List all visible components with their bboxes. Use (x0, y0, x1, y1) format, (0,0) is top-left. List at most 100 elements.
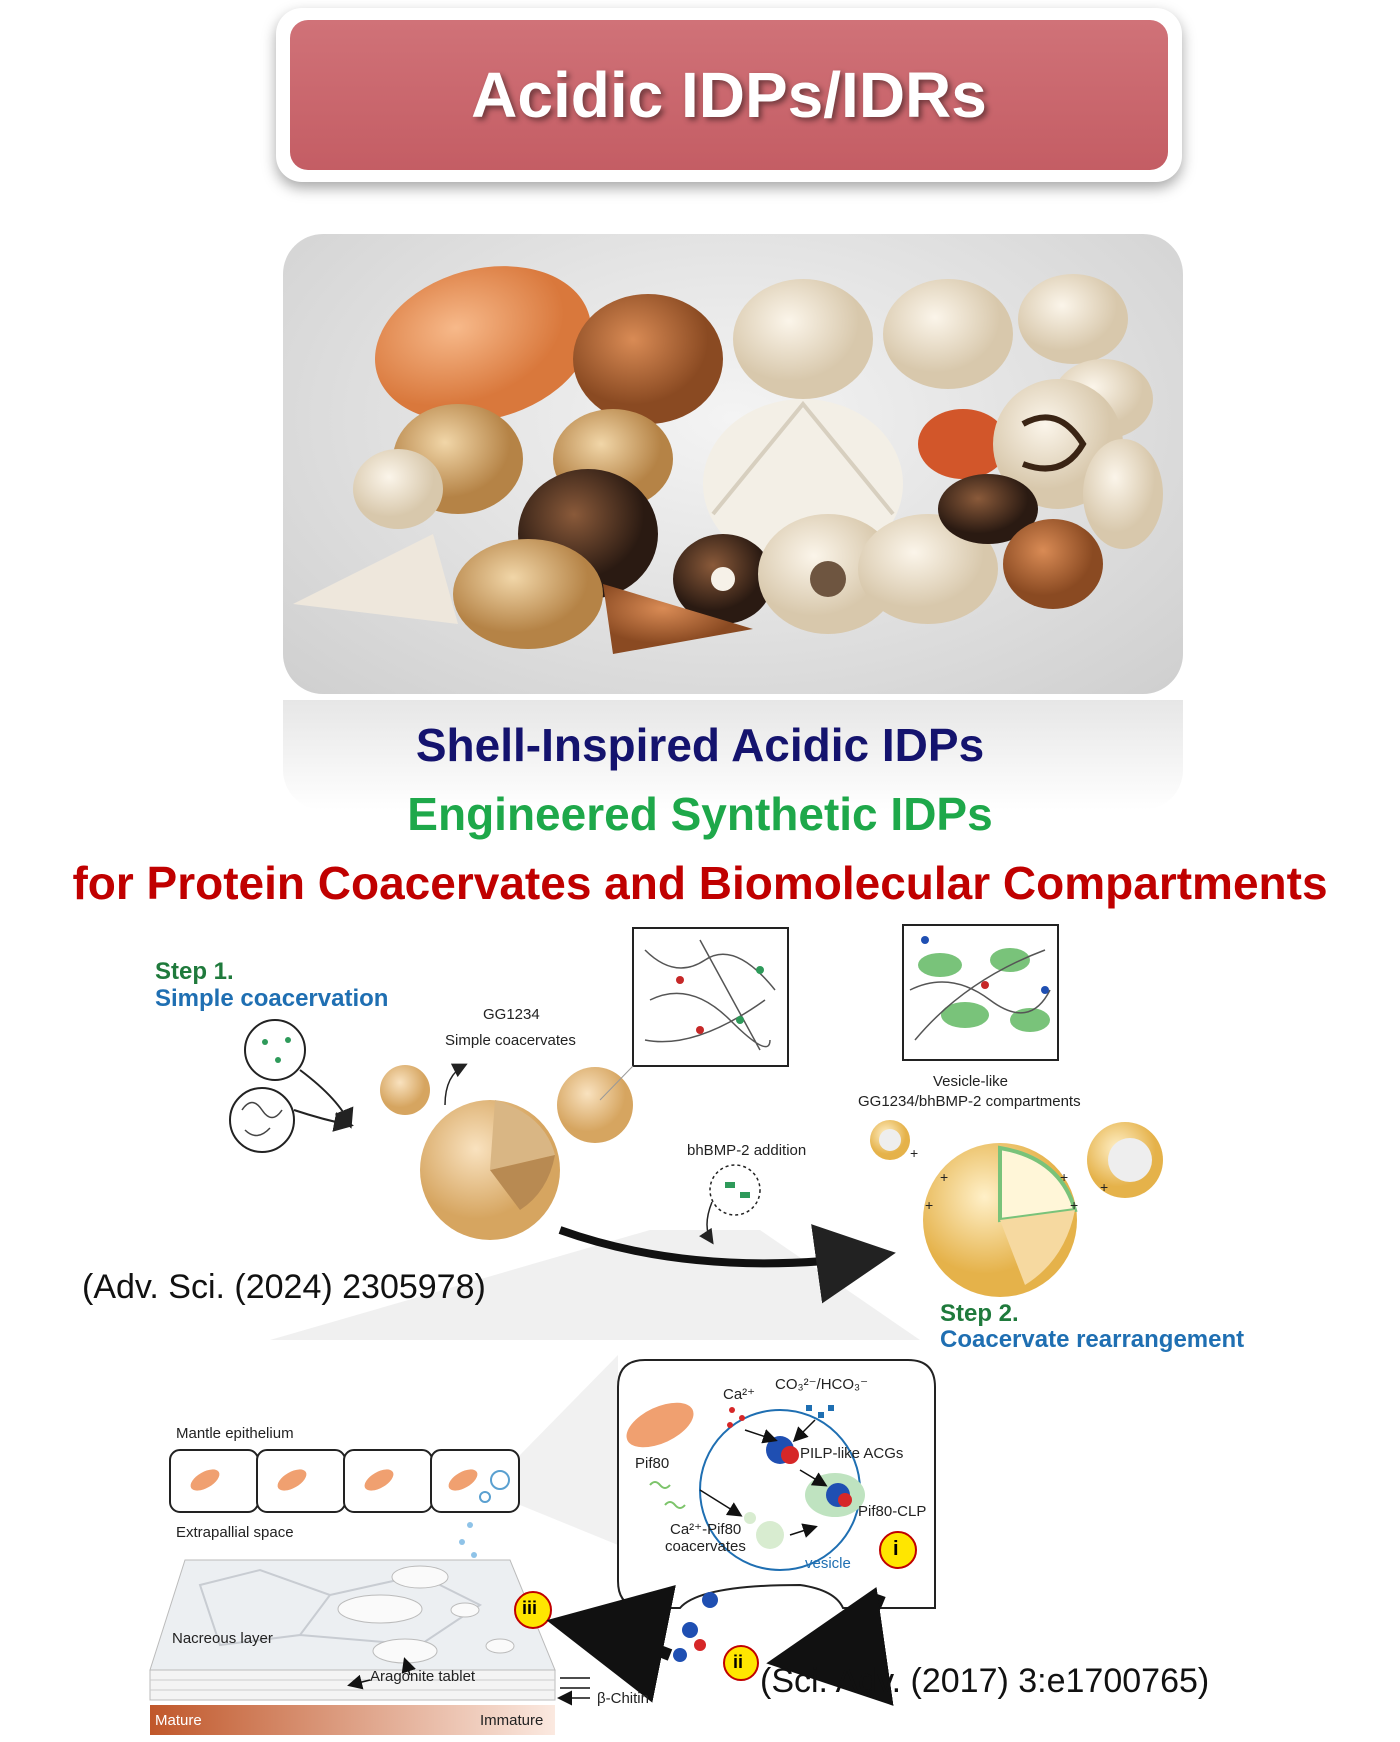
solution-circle-ions (244, 1019, 306, 1081)
ion-dot (262, 1039, 268, 1045)
ca-ion (727, 1422, 733, 1428)
nucleus-large (626, 1402, 694, 1448)
pif80-strands (649, 1481, 686, 1509)
step1-description: Simple coacervation (155, 985, 389, 1012)
aragonite-arrow (347, 1674, 371, 1690)
marker-i-circle (879, 1531, 917, 1569)
inset-guide (599, 1065, 634, 1101)
shell (938, 474, 1038, 544)
mantle-cell (430, 1449, 520, 1513)
shell (858, 514, 998, 624)
nacreous-tablet-grid (198, 1568, 482, 1647)
heading-engineered: Engineered Synthetic IDPs (407, 788, 993, 840)
exocytosis-arrow (766, 1586, 894, 1706)
bhbmp2-circle (709, 1164, 761, 1216)
pif80-clp-label: Pif80-CLP (858, 1503, 927, 1520)
maturity-bar (150, 1705, 555, 1735)
calcium-label: Ca²⁺ (723, 1386, 756, 1403)
polymer-chain (241, 1101, 283, 1137)
carbonate-ion (828, 1405, 834, 1411)
immature-label: Immature (480, 1712, 544, 1729)
compartment-small-core (879, 1129, 901, 1151)
carbonate-ion (818, 1412, 824, 1418)
marker-ii: ii (733, 1652, 744, 1672)
shell (603, 584, 753, 654)
bmp2-cluster (990, 948, 1030, 972)
charge-plus: + (925, 1197, 933, 1213)
addition-arrow (699, 1201, 714, 1245)
ca-ion (739, 1415, 745, 1421)
zoom-funnel (270, 1230, 920, 1340)
step2-description: Coacervate rearrangement (940, 1326, 1245, 1353)
step1-label: Step 1. (155, 958, 234, 985)
ca-ion (729, 1407, 735, 1413)
charge-plus: + (910, 1145, 918, 1161)
ion-dot (696, 1026, 704, 1034)
page-title: Acidic IDPs/IDRs (471, 59, 987, 131)
ca-pif80-label: Ca²⁺-Pif80 (670, 1521, 742, 1538)
ion-dot (921, 936, 929, 944)
flow-arrow (799, 1469, 828, 1487)
shell (453, 539, 603, 649)
aragonite-tablet (485, 1638, 515, 1654)
droplet-cutaway (490, 1155, 555, 1210)
gg1234-label: GG1234 (483, 1006, 540, 1023)
zoom-funnel (520, 1355, 618, 1545)
flow-arrow (699, 1489, 743, 1517)
bhbmp2-protein (740, 1192, 750, 1198)
heading-protein-coacervates: for Protein Coacervates and Biomolecular… (72, 857, 1328, 909)
shell (1083, 439, 1163, 549)
reference-adv-sci: (Adv. Sci. (2024) 2305978) (82, 1268, 486, 1306)
bmp2-cluster (918, 953, 962, 977)
vesicle-bubble (479, 1491, 491, 1503)
vesicle-bubble (490, 1470, 510, 1490)
deposition-arrow (546, 1585, 676, 1703)
pif80-label: Pif80 (635, 1455, 670, 1472)
coacervate-droplet (380, 1065, 430, 1115)
simple-coacervates-label: Simple coacervates (445, 1032, 576, 1049)
vesicle-like-label: Vesicle-like (933, 1073, 1009, 1090)
shell (1021, 414, 1087, 472)
cell-nucleus (190, 1469, 220, 1491)
nacreous-layer-label: Nacreous layer (172, 1630, 273, 1647)
pilp-acgs-label: PILP-like ACGs (800, 1445, 904, 1462)
secretion-dot (459, 1539, 465, 1545)
marker-ii-circle (723, 1645, 759, 1681)
charge-plus: + (1060, 1169, 1068, 1185)
compartment-cutaway (1000, 1210, 1075, 1285)
marker-iii: iii (522, 1598, 538, 1618)
cell-nucleus (448, 1469, 478, 1491)
seashell-photo (283, 234, 1183, 694)
charge-plus: + (1100, 1179, 1108, 1195)
mantle-epithelium-label: Mantle epithelium (176, 1425, 294, 1442)
coacervation-diagram: + + + + + + (229, 924, 1163, 1340)
compartment-small-core (1108, 1138, 1152, 1182)
shell (374, 266, 592, 422)
aragonite-tablet (450, 1602, 480, 1618)
seashell-illustration (293, 266, 1163, 654)
bmp2-cluster (1010, 1008, 1050, 1032)
carbonate-ion (806, 1405, 812, 1411)
flow-arrow (744, 1429, 778, 1444)
flow-arrow (792, 1419, 816, 1443)
ion-dot (275, 1057, 281, 1063)
inset-chains (909, 949, 1051, 1041)
aragonite-tablet (391, 1565, 449, 1589)
shell (711, 400, 895, 516)
shell (573, 294, 723, 424)
shell (1003, 519, 1103, 609)
nacre-diagram (149, 1355, 936, 1735)
shell (711, 567, 735, 591)
mixing-arrow (299, 1069, 354, 1129)
ca-pif80-droplet (744, 1512, 756, 1524)
bmp2-cluster (941, 1002, 989, 1028)
shell (293, 534, 458, 624)
heading-shell-inspired: Shell-Inspired Acidic IDPs (415, 719, 985, 771)
chitin-label: β-Chitin (597, 1690, 649, 1707)
pif80-clp-cluster (838, 1493, 852, 1507)
mature-label: Mature (155, 1712, 202, 1729)
aragonite-tablet (372, 1638, 438, 1664)
cell-nucleus (364, 1469, 394, 1491)
ion-dot (285, 1037, 291, 1043)
photo-reflection (283, 700, 1183, 810)
